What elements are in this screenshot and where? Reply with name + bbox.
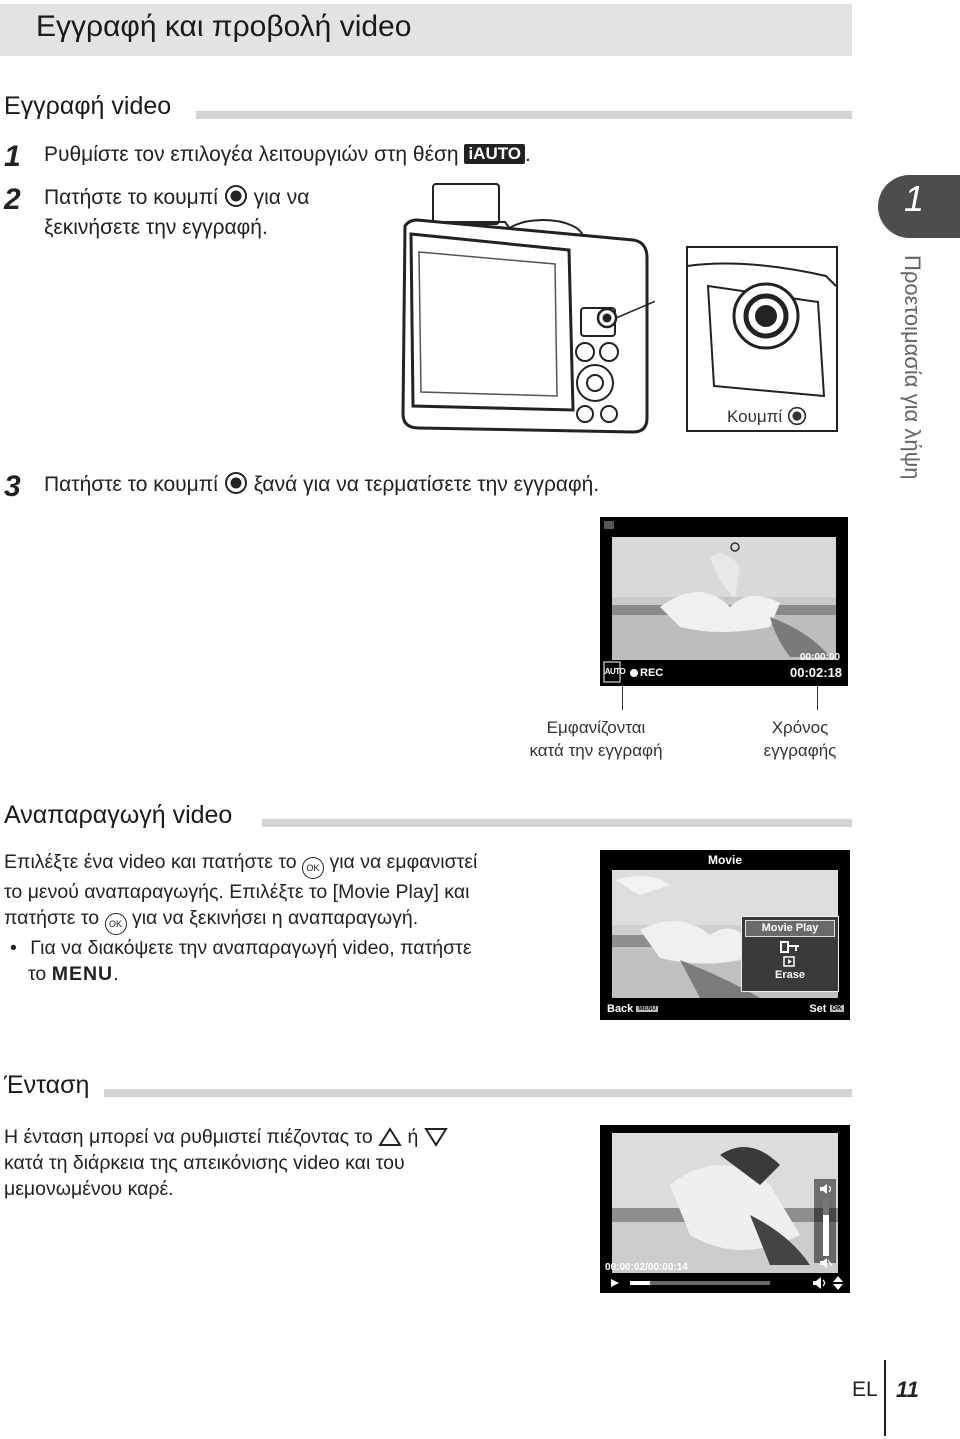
volume-text: κατά τη διάρκεια της απεικόνισης video κ… [4,1152,405,1174]
chapter-label-text: Προετοιμασία για λήψη [900,255,925,480]
set-label: Set [809,1003,827,1015]
playback-timecode: 00:00:02/00:00:14 [605,1262,688,1273]
up-down-arrows-icon[interactable] [832,1275,844,1291]
step2-label-b: για να [253,186,310,209]
volume-playback-screen: 00:00:02/00:00:14 [600,1125,850,1293]
playback-text: . [113,963,119,985]
playback-screen-title: Movie [707,853,742,867]
lcd-mode-badge: iAUTO [603,667,626,676]
playback-text: Επιλέξτε ένα video και πατήστε το [4,851,297,873]
button-zoom-illustration [686,246,838,432]
menu-key-badge: MENU [636,1006,659,1012]
footer-divider [884,1360,886,1436]
lcd-elapsed-time: 00:00:00 [800,652,841,663]
down-arrow-icon [424,1128,448,1147]
section-heading-record: Εγγραφή video [4,92,172,120]
back-label: Back [607,1003,634,1015]
volume-level-meter[interactable] [823,1198,829,1256]
playback-text: πατήστε το [4,907,100,929]
step1-text: Ρυθμίστε τον επιλογέα λειτουργιών στη θέ… [44,140,531,170]
volume-up-icon[interactable] [819,1183,833,1195]
playback-text: Για να διακόψετε την αναπαραγωγή video, … [30,937,472,959]
step2-text: Πατήστε το κουμπί για να ξεκινήσετε την … [44,183,309,243]
button-caption: Κουμπί [727,406,807,427]
playback-text: για να ξεκινήσει η αναπαραγωγή. [131,907,419,929]
menu-item-movie-play[interactable]: Movie Play [745,920,835,937]
iauto-badge: iAUTO [464,144,526,164]
caption-line: Χρόνος [771,718,829,737]
playback-menu-screen: Movie Movie Play Erase Back MENU Set OK [600,850,850,1020]
button-caption-label: Κουμπί [727,407,783,426]
chapter-label: Προετοιμασία για λήψη [895,255,925,525]
menu-item-erase[interactable]: Erase [775,969,805,981]
step1-label: Ρυθμίστε τον επιλογέα λειτουργιών στη θέ… [44,143,459,166]
volume-text: ή [407,1126,419,1148]
step1-end: . [525,143,531,166]
bullet-marker: • [10,937,17,959]
ok-button-icon: OK [104,913,127,935]
menu-key-label: MENU [51,963,114,985]
recording-screen-image [600,517,848,686]
playback-menu: Movie Play Erase [741,916,839,992]
playback-progress-fill [630,1281,650,1285]
playback-text: το μενού αναπαραγωγής. Επιλέξτε το [Movi… [4,881,470,903]
protect-key-icon[interactable] [780,941,800,953]
caption-line: κατά την εγγραφή [529,741,663,760]
volume-mute-icon[interactable] [819,1257,833,1269]
step3-label-a: Πατήστε το κουμπί [44,473,218,496]
chapter-tab [878,175,960,238]
volume-instructions: Η ένταση μπορεί να ρυθμιστεί πιέζοντας τ… [4,1124,448,1202]
page-number: 11 [896,1377,919,1402]
caption-shown-during-recording: Εμφανίζονται κατά την εγγραφή [508,716,684,762]
chapter-number: 1 [903,178,925,219]
volume-fill [823,1215,829,1256]
ok-key-badge: OK [829,1005,844,1012]
record-button-icon [224,185,247,207]
caption-line: εγγραφής [763,741,837,760]
caption-line: Εμφανίζονται [546,718,646,737]
step-number: 1 [4,140,21,173]
callout-line [622,686,623,710]
lcd-remaining-time: 00:02:18 [790,665,843,680]
playback-progress-track[interactable] [630,1281,770,1285]
section-heading-volume: Ένταση [4,1071,90,1099]
step-number: 3 [4,470,21,503]
callout-line [817,686,818,710]
step2-line2: ξεκινήσετε την εγγραφή. [44,216,268,239]
language-code: EL [852,1378,878,1401]
page-title: Εγγραφή και προβολή video [36,10,412,43]
section-rule [104,1089,852,1097]
step3-label-b: ξανά για να τερματίσετε την εγγραφή. [253,473,600,496]
recording-screen: iAUTO REC 00:00:00 00:02:18 [600,517,848,686]
caption-recording-time: Χρόνος εγγραφής [744,716,856,762]
page-title-bar [0,4,852,56]
section-rule [262,819,852,827]
playback-text: το [28,963,47,985]
record-button-icon [787,406,807,426]
step2-label-a: Πατήστε το κουμπί [44,186,218,209]
volume-text: μεμονωμένου καρέ. [4,1178,174,1200]
volume-speaker-icon[interactable] [812,1276,828,1290]
section-heading-playback: Αναπαραγωγή video [4,801,233,829]
back-hint[interactable]: Back MENU [607,1003,659,1015]
set-hint[interactable]: Set OK [809,1003,844,1015]
step3-text: Πατήστε το κουμπί ξανά για να τερματίσετ… [44,470,599,500]
play-icon[interactable] [610,1278,620,1288]
section-rule [196,111,852,119]
rotate-image-icon[interactable] [783,956,797,968]
playback-instructions: Επιλέξτε ένα video και πατήστε το OK για… [4,849,477,987]
record-button-icon [224,472,247,494]
lcd-rec-label: REC [640,667,664,679]
up-arrow-icon [378,1127,402,1146]
ok-button-icon: OK [302,857,325,879]
playback-text: για να εμφανιστεί [329,851,478,873]
volume-text: Η ένταση μπορεί να ρυθμιστεί πιέζοντας τ… [4,1126,373,1148]
camera-back-illustration [401,183,655,434]
step-number: 2 [4,183,21,216]
